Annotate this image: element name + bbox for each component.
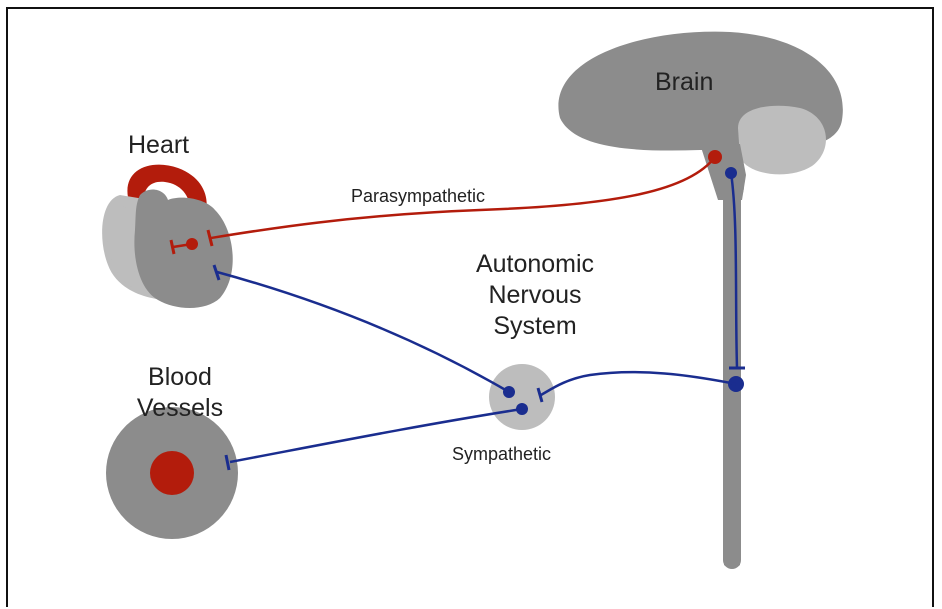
brain-icon [558,32,842,200]
parasympathetic-label: Parasympathetic [351,185,485,207]
sympathetic-ganglion [489,364,555,430]
heart-label: Heart [128,130,189,160]
heart-icon [102,165,233,308]
blood-vessels-label-line2: Vessels [95,393,265,423]
blood-vessels-label-line1: Blood [95,362,265,392]
sympathetic-brainstem-node [725,167,737,179]
sympathetic-label: Sympathetic [452,443,551,465]
cerebellum-shape [738,106,826,175]
ans-label-line1: Autonomic [440,249,630,279]
brain-label: Brain [655,67,713,97]
sympathetic-preganglionic-fiber [541,372,736,395]
parasympathetic-cardiac-ganglion-node [186,238,198,250]
parasympathetic-origin-node [708,150,722,164]
ans-label-line2: Nervous [440,280,630,310]
blood-vessel-lumen [150,451,194,495]
heart-main-shape [134,190,232,308]
ans-label-line3: System [440,311,630,341]
